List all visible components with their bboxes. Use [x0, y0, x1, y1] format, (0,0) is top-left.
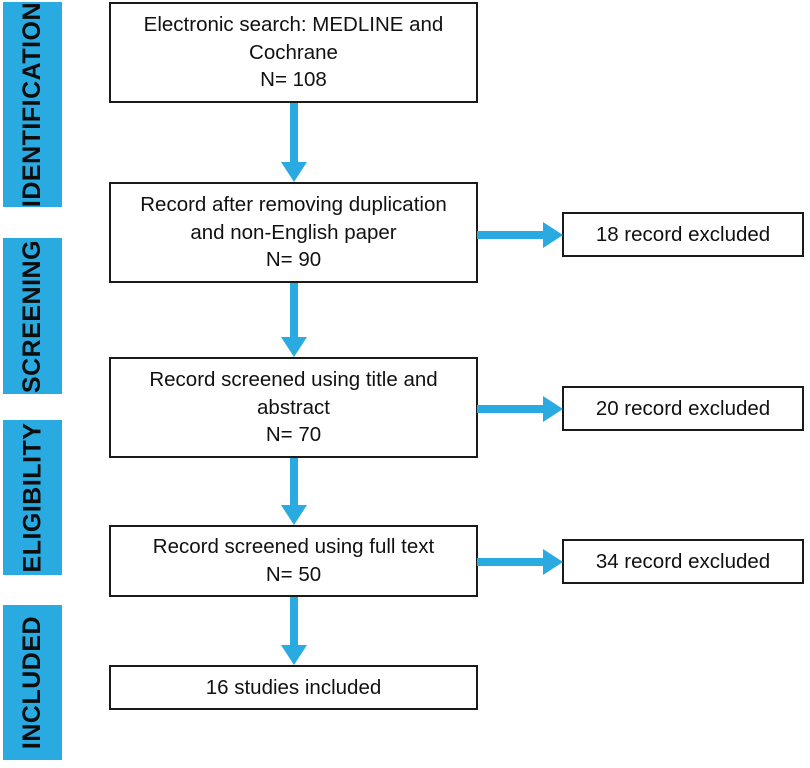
stage-label-eligibility: ELIGIBILITY [18, 422, 47, 573]
arrow-right-icon-to-excluded-full-text [477, 549, 563, 575]
arrow-down-icon-title-abstract-to-full-text [281, 458, 307, 525]
flow-box-records-screened-title-abstract-text: Record screened using title and abstract… [149, 367, 438, 447]
flow-box-excluded-full-text: 34 record excluded [562, 539, 804, 584]
stage-bar-eligibility: ELIGIBILITY [3, 420, 62, 575]
arrow-shaft [290, 458, 298, 505]
arrow-head [543, 396, 563, 422]
arrow-down-icon-dedup-to-title-abstract [281, 283, 307, 357]
arrow-shaft [477, 231, 545, 239]
stage-label-screening: SCREENING [18, 239, 47, 393]
flow-box-records-after-duplicates-removed-text: Record after removing duplication and no… [140, 192, 447, 272]
flow-box-excluded-duplicates-text: 18 record excluded [595, 222, 771, 246]
stage-label-identification: IDENTIFICATION [18, 1, 47, 208]
flow-box-excluded-title-abstract: 20 record excluded [562, 386, 804, 431]
stage-bar-included: INCLUDED [3, 605, 62, 760]
arrow-down-icon-search-to-dedup [281, 103, 307, 182]
arrow-head [281, 162, 307, 182]
flow-box-excluded-full-text-text: 34 record excluded [595, 549, 771, 573]
flow-box-studies-included-text: 16 studies included [205, 675, 382, 699]
flow-box-electronic-search-text: Electronic search: MEDLINE and Cochrane … [143, 12, 444, 92]
flow-box-excluded-duplicates: 18 record excluded [562, 212, 804, 257]
arrow-right-icon-to-excluded-duplicates [477, 222, 563, 248]
arrow-shaft [477, 558, 545, 566]
arrow-shaft [477, 405, 545, 413]
flow-box-records-after-duplicates-removed: Record after removing duplication and no… [109, 182, 478, 283]
flow-box-studies-included: 16 studies included [109, 665, 478, 710]
arrow-head [281, 645, 307, 665]
arrow-down-icon-full-text-to-included [281, 597, 307, 665]
stage-bar-screening: SCREENING [3, 238, 62, 394]
arrow-shaft [290, 283, 298, 337]
arrow-head [281, 505, 307, 525]
stage-label-included: INCLUDED [18, 615, 47, 750]
arrow-shaft [290, 103, 298, 162]
arrow-head [281, 337, 307, 357]
arrow-head [543, 549, 563, 575]
arrow-right-icon-to-excluded-title-abstract [477, 396, 563, 422]
arrow-shaft [290, 597, 298, 645]
flow-box-records-screened-title-abstract: Record screened using title and abstract… [109, 357, 478, 458]
flow-box-records-screened-full-text: Record screened using full text N= 50 [109, 525, 478, 597]
stage-bar-identification: IDENTIFICATION [3, 2, 62, 207]
flow-box-electronic-search: Electronic search: MEDLINE and Cochrane … [109, 2, 478, 103]
arrow-head [543, 222, 563, 248]
flow-box-excluded-title-abstract-text: 20 record excluded [595, 396, 771, 420]
flow-box-records-screened-full-text-text: Record screened using full text N= 50 [152, 535, 435, 586]
